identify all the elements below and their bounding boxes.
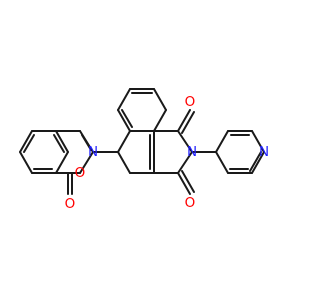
chemical-structure: N O O O O N N bbox=[19, 88, 269, 212]
imide-nitrogen-label: N bbox=[187, 144, 197, 160]
bond-skeleton bbox=[19, 88, 265, 195]
imide-carbonyl-oxygen-bottom-label: O bbox=[185, 195, 196, 211]
oxazine-nitrogen-label: N bbox=[88, 144, 98, 160]
atom-labels: N O O O O N N bbox=[65, 94, 269, 212]
oxazine-oxygen-label: O bbox=[75, 165, 86, 181]
lactone-carbonyl-oxygen-label: O bbox=[65, 196, 76, 212]
pyridine-nitrogen-label: N bbox=[259, 144, 269, 160]
imide-carbonyl-oxygen-top-label: O bbox=[185, 94, 196, 110]
